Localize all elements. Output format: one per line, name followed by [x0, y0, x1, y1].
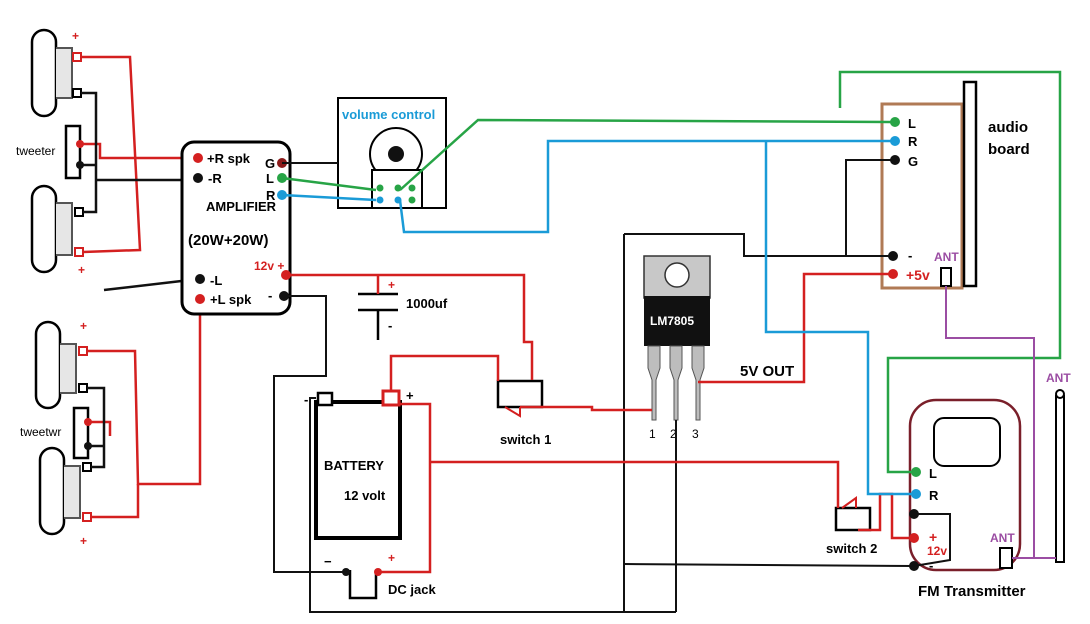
amplifier-box — [180, 140, 292, 316]
fm-ant-label: ANT — [990, 531, 1015, 545]
speaker-top-2 — [30, 184, 73, 274]
external-antenna-tip — [1055, 389, 1065, 399]
battery-pos-label: + — [406, 388, 414, 403]
tweeter-top-neg-dot — [76, 161, 84, 169]
tweeter-bottom — [72, 406, 90, 460]
plus-sign: + — [80, 319, 87, 333]
amp-l-neg-label: -L — [210, 273, 222, 288]
amp-12v-label: 12v + — [254, 259, 284, 273]
switch1-label: switch 1 — [500, 432, 551, 447]
speaker-bottom-2 — [38, 446, 81, 536]
switch1-lever — [504, 406, 521, 418]
amp-r-neg-label: -R — [208, 171, 222, 186]
audio-g-label: G — [908, 154, 918, 169]
battery-neg-label: - — [304, 392, 308, 407]
wires-purple — [945, 286, 1056, 559]
lm7805-label: LM7805 — [650, 314, 694, 328]
speaker-bottom-1 — [34, 320, 77, 410]
audio-r-label: R — [908, 134, 918, 149]
lm7805-hole — [664, 262, 690, 288]
wires-blue — [281, 139, 916, 496]
switch2-body — [834, 506, 872, 532]
capacitor — [358, 275, 398, 340]
tweeter-bottom-label: tweetwr — [20, 425, 61, 439]
amp-r-label: R — [266, 188, 276, 203]
dc-jack-pos-label: + — [388, 551, 395, 565]
pin3-label: 3 — [692, 427, 699, 441]
fm-transmitter-label: FM Transmitter — [918, 583, 1026, 600]
audio-minus-label: - — [908, 248, 912, 263]
amp-l-spk-pos-terminal — [195, 294, 205, 304]
amp-l-label: L — [266, 171, 274, 186]
capacitor-minus: - — [388, 318, 392, 333]
lm7805-body — [644, 296, 710, 346]
audio-board-label-2: board — [988, 141, 1030, 158]
volume-knob-center — [388, 146, 404, 162]
tweeter-top — [64, 124, 82, 180]
external-antenna — [1055, 395, 1065, 563]
dc-jack-body — [348, 570, 378, 600]
amp-power-label: (20W+20W) — [188, 232, 268, 249]
fm-minus-label: - — [929, 558, 933, 573]
battery-box — [314, 400, 402, 540]
pin1-label: 1 — [649, 427, 656, 441]
fm-r-label: R — [929, 488, 939, 503]
battery-volt: 12 volt — [344, 488, 386, 503]
amplifier-label: AMPLIFIER — [206, 199, 277, 214]
wires-black — [273, 159, 951, 613]
battery-title: BATTERY — [324, 458, 384, 473]
battery-neg-terminal — [316, 391, 334, 407]
volume-pot-pins — [376, 184, 416, 204]
fm-display — [933, 417, 1001, 467]
amp-l-spk-pos-label: +L spk — [210, 292, 252, 307]
fm-l-label: L — [929, 466, 937, 481]
amp-r-spk-pos-terminal — [193, 153, 203, 163]
amp-r-neg-terminal — [193, 173, 203, 183]
audio-board-ant-terminal — [940, 267, 952, 287]
audio-l-label: L — [908, 116, 916, 131]
speaker-top-1 — [30, 28, 73, 118]
amp-g-label: G — [265, 156, 275, 171]
speaker-wires-black — [80, 91, 191, 469]
switch2-lever — [841, 496, 857, 509]
plus-sign: + — [72, 29, 79, 43]
plus-sign: + — [80, 534, 87, 548]
tweeter-bottom-neg-dot — [84, 442, 92, 450]
wires-red — [286, 272, 914, 574]
switch2-label: switch 2 — [826, 541, 877, 556]
battery-pos-terminal — [381, 389, 401, 407]
audio-ant-label: ANT — [934, 250, 959, 264]
five-v-out-label: 5V OUT — [740, 363, 794, 380]
dc-jack-label: DC jack — [388, 582, 436, 597]
dc-jack-neg-label: − — [324, 554, 332, 569]
wires-green — [281, 70, 1062, 474]
capacitor-plus: + — [388, 278, 395, 292]
amp-r-spk-pos-label: +R spk — [207, 151, 251, 166]
fm-12v-label: 12v — [927, 544, 947, 558]
pin2-label: 2 — [670, 427, 677, 441]
audio-board-label-1: audio — [988, 119, 1028, 136]
speaker-wires-red — [80, 55, 202, 519]
audio-5v-label: +5v — [906, 267, 930, 283]
tweeter-top-pos-dot — [76, 140, 84, 148]
lm7805-pins — [647, 345, 705, 421]
tweeter-top-label: tweeter — [16, 144, 55, 158]
capacitor-label: 1000uf — [406, 296, 448, 311]
amp-minus-label: - — [268, 288, 272, 303]
plus-sign: + — [78, 263, 85, 277]
tweeter-bottom-pos-dot — [84, 418, 92, 426]
fm-plus-label: + — [929, 529, 937, 545]
fm-ant-terminal — [999, 547, 1013, 569]
audio-board-antenna-strip — [962, 80, 978, 288]
volume-control-label: volume control — [342, 107, 435, 122]
amp-l-neg-terminal — [195, 274, 205, 284]
switch1-body — [496, 379, 544, 409]
external-antenna-label: ANT — [1046, 371, 1071, 385]
